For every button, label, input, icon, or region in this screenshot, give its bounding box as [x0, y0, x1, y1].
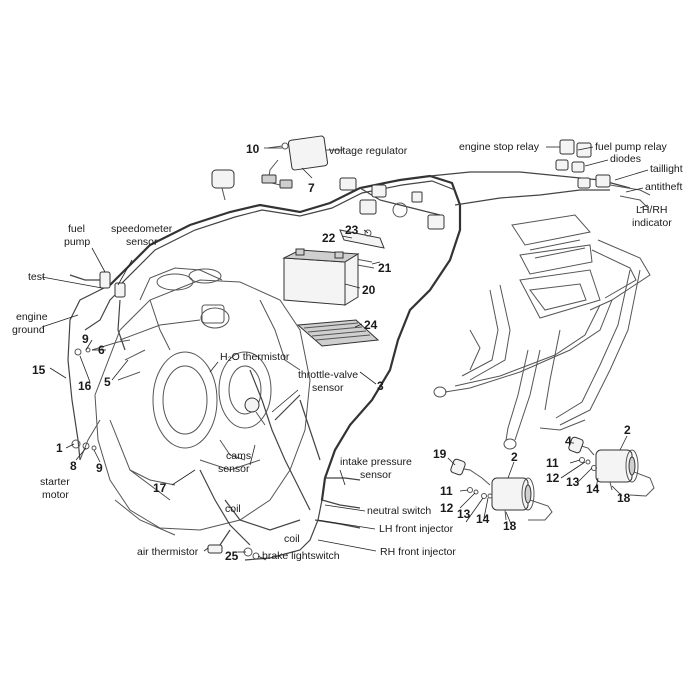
part-number-14a: 14 — [476, 512, 490, 526]
part-number-20: 20 — [362, 283, 376, 297]
label-ground: ground — [12, 324, 45, 336]
part-number-6: 6 — [98, 343, 105, 357]
callout-labels: voltage regulator engine stop relay fuel… — [12, 141, 683, 562]
label-cams: cams — [226, 450, 251, 462]
part-number-10: 10 — [246, 142, 260, 156]
components — [71, 135, 651, 560]
part-number-labels: 10 7 23 22 21 20 24 3 15 9 6 16 5 1 8 9 … — [32, 142, 631, 563]
part-number-16: 16 — [78, 379, 92, 393]
part-number-11b: 11 — [546, 456, 559, 470]
front-coil-part — [491, 477, 529, 511]
label-antitheft: antitheft — [645, 181, 682, 193]
label-throttle-valve-sensor: sensor — [312, 382, 344, 394]
part-number-19: 19 — [433, 447, 447, 461]
label-speedometer: speedometer — [111, 223, 173, 235]
rear-coil-part — [595, 449, 633, 483]
part-number-25: 25 — [225, 549, 239, 563]
rear-coil-assembly — [568, 436, 655, 497]
label-throttle-valve: throttle-valve — [298, 369, 358, 381]
part-number-15: 15 — [32, 363, 46, 377]
part-number-18b: 18 — [617, 491, 631, 505]
relay-plug — [211, 169, 235, 189]
part-number-5: 5 — [104, 375, 111, 389]
label-lh-front-injector: LH front injector — [379, 523, 454, 535]
label-h2o-thermistor: H₂O thermistor — [220, 351, 290, 363]
part-number-13b: 13 — [566, 475, 580, 489]
part-number-12b: 12 — [546, 471, 560, 485]
part-number-4: 4 — [565, 434, 572, 448]
label-voltage-regulator: voltage regulator — [329, 145, 408, 157]
part-number-9b: 9 — [96, 461, 103, 475]
label-test: test — [28, 271, 45, 283]
part-number-21: 21 — [378, 261, 392, 275]
part-number-8: 8 — [70, 459, 77, 473]
label-diodes: diodes — [610, 153, 641, 165]
engine-block-sketch — [79, 267, 311, 536]
label-rh-front-injector: RH front injector — [380, 546, 456, 558]
part-number-18a: 18 — [503, 519, 517, 533]
label-coil-2: coil — [284, 533, 300, 545]
label-fuel-pump-relay: fuel pump relay — [595, 141, 668, 153]
leader-lines — [41, 146, 649, 561]
part-number-3: 3 — [377, 379, 384, 393]
label-lh-rh: LH/RH — [636, 204, 668, 216]
front-coil-assembly — [450, 458, 553, 521]
label-pump: pump — [64, 236, 90, 248]
battery-part — [283, 257, 346, 306]
label-fuel: fuel — [68, 223, 85, 235]
label-coil-1: coil — [225, 503, 241, 515]
label-brake-lightswitch: brake lightswitch — [262, 550, 340, 562]
part-number-13a: 13 — [457, 507, 471, 521]
part-number-9a: 9 — [82, 332, 89, 346]
part-number-22: 22 — [322, 231, 336, 245]
part-number-17: 17 — [153, 481, 167, 495]
label-engine: engine — [16, 311, 48, 323]
label-engine-stop-relay: engine stop relay — [459, 141, 540, 153]
label-neutral-switch: neutral switch — [367, 505, 431, 517]
part-number-2b: 2 — [624, 423, 631, 437]
label-intake-pressure: intake pressure — [340, 456, 412, 468]
part-number-24: 24 — [364, 318, 378, 332]
label-taillight: taillight — [650, 163, 683, 175]
label-cams-sensor: sensor — [218, 463, 250, 475]
part-number-23: 23 — [345, 223, 359, 237]
part-number-2a: 2 — [511, 450, 518, 464]
label-indicator: indicator — [632, 217, 672, 229]
label-intake-pressure-sensor: sensor — [360, 469, 392, 481]
part-number-11a: 11 — [440, 484, 453, 498]
rear-subframe-sketch — [433, 214, 651, 450]
part-number-1: 1 — [56, 441, 63, 455]
part-number-7: 7 — [308, 181, 315, 195]
label-starter: starter — [40, 476, 70, 488]
voltage-regulator-part — [287, 135, 329, 171]
label-motor: motor — [42, 489, 69, 501]
label-air-thermistor: air thermistor — [137, 546, 199, 558]
part-number-12a: 12 — [440, 501, 454, 515]
label-speedometer-sensor: sensor — [126, 236, 158, 248]
part-number-14b: 14 — [586, 482, 600, 496]
